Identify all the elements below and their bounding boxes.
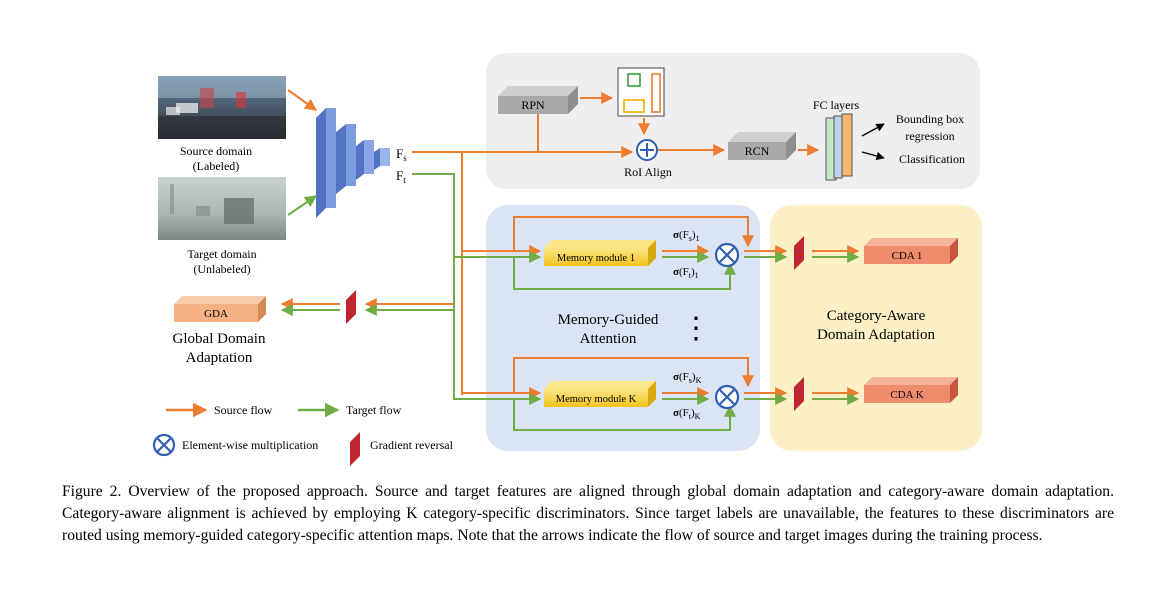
approach-diagram: Source domain (Labeled) Target domain (U… (152, 53, 982, 466)
legend-target-flow: Target flow (346, 403, 402, 417)
cda-1-block (864, 238, 958, 264)
legend-element-mult: Element-wise multiplication (182, 438, 318, 452)
target-unlabeled-label: (Unlabeled) (193, 262, 250, 276)
memory-module-1-label: Memory module 1 (557, 253, 635, 264)
target-domain-image (158, 177, 286, 240)
legend-gradient-reversal: Gradient reversal (370, 438, 454, 452)
fc-layers-label: FC layers (813, 98, 860, 112)
gradient-reversal-1 (794, 236, 804, 270)
bbox-regression-label-2: regression (905, 129, 954, 143)
source-domain-label: Source domain (180, 144, 252, 158)
gda-label: GDA (204, 308, 228, 320)
bbox-regression-label: Bounding box (896, 112, 964, 126)
sigma-fs-1-label: σ(Fs)1 (673, 229, 700, 243)
gradient-reversal-k (794, 377, 804, 411)
legend-multiply-icon (152, 433, 176, 457)
mga-label-2: Attention (580, 331, 637, 347)
memory-module-1-block (544, 240, 656, 266)
cda-1-label: CDA 1 (892, 250, 923, 262)
sigma-fs-k-label: σ(Fs)K (673, 371, 702, 385)
rpn-block (498, 86, 578, 114)
sigma-ft-k-label: σ(Ft)K (673, 407, 701, 421)
rcn-block (728, 132, 796, 160)
mga-label: Memory-Guided (558, 312, 659, 328)
detector-panel (486, 53, 980, 189)
classification-label: Classification (899, 152, 965, 166)
roi-align-label: RoI Align (624, 165, 672, 179)
multiply-icon-k (714, 384, 740, 410)
gda-block (174, 296, 266, 322)
feature-fs-label: Fs (396, 146, 407, 163)
fc-layers-block (825, 113, 853, 181)
legend-source-flow: Source flow (214, 403, 273, 417)
ellipsis: ⋮ (681, 312, 711, 345)
rpn-label: RPN (521, 98, 545, 112)
gradient-reversal-gda (346, 290, 356, 324)
gda-caption-2: Adaptation (186, 350, 253, 366)
cda-panel-label: Category-Aware (827, 308, 926, 324)
source-labeled-label: (Labeled) (193, 159, 240, 173)
multiply-icon-1 (714, 242, 740, 268)
source-domain-image (158, 76, 286, 139)
target-domain-label: Target domain (187, 247, 256, 261)
memory-module-k-block (544, 381, 656, 407)
legend-gradient-reversal-icon (350, 432, 360, 466)
feature-ft-label: Ft (396, 168, 406, 185)
gda-caption: Global Domain (173, 331, 266, 347)
proposal-boxes (617, 67, 665, 117)
figure-caption: Figure 2. Overview of the proposed appro… (62, 483, 1114, 544)
sigma-ft-1-label: σ(Ft)1 (673, 266, 699, 280)
cda-k-label: CDA K (890, 389, 923, 401)
cda-panel-label-2: Domain Adaptation (817, 327, 935, 343)
backbone-network (316, 108, 390, 218)
cda-k-block (864, 377, 958, 403)
memory-module-k-label: Memory module K (556, 394, 637, 405)
rcn-label: RCN (745, 144, 770, 158)
roi-align-multiply-icon (636, 139, 658, 161)
